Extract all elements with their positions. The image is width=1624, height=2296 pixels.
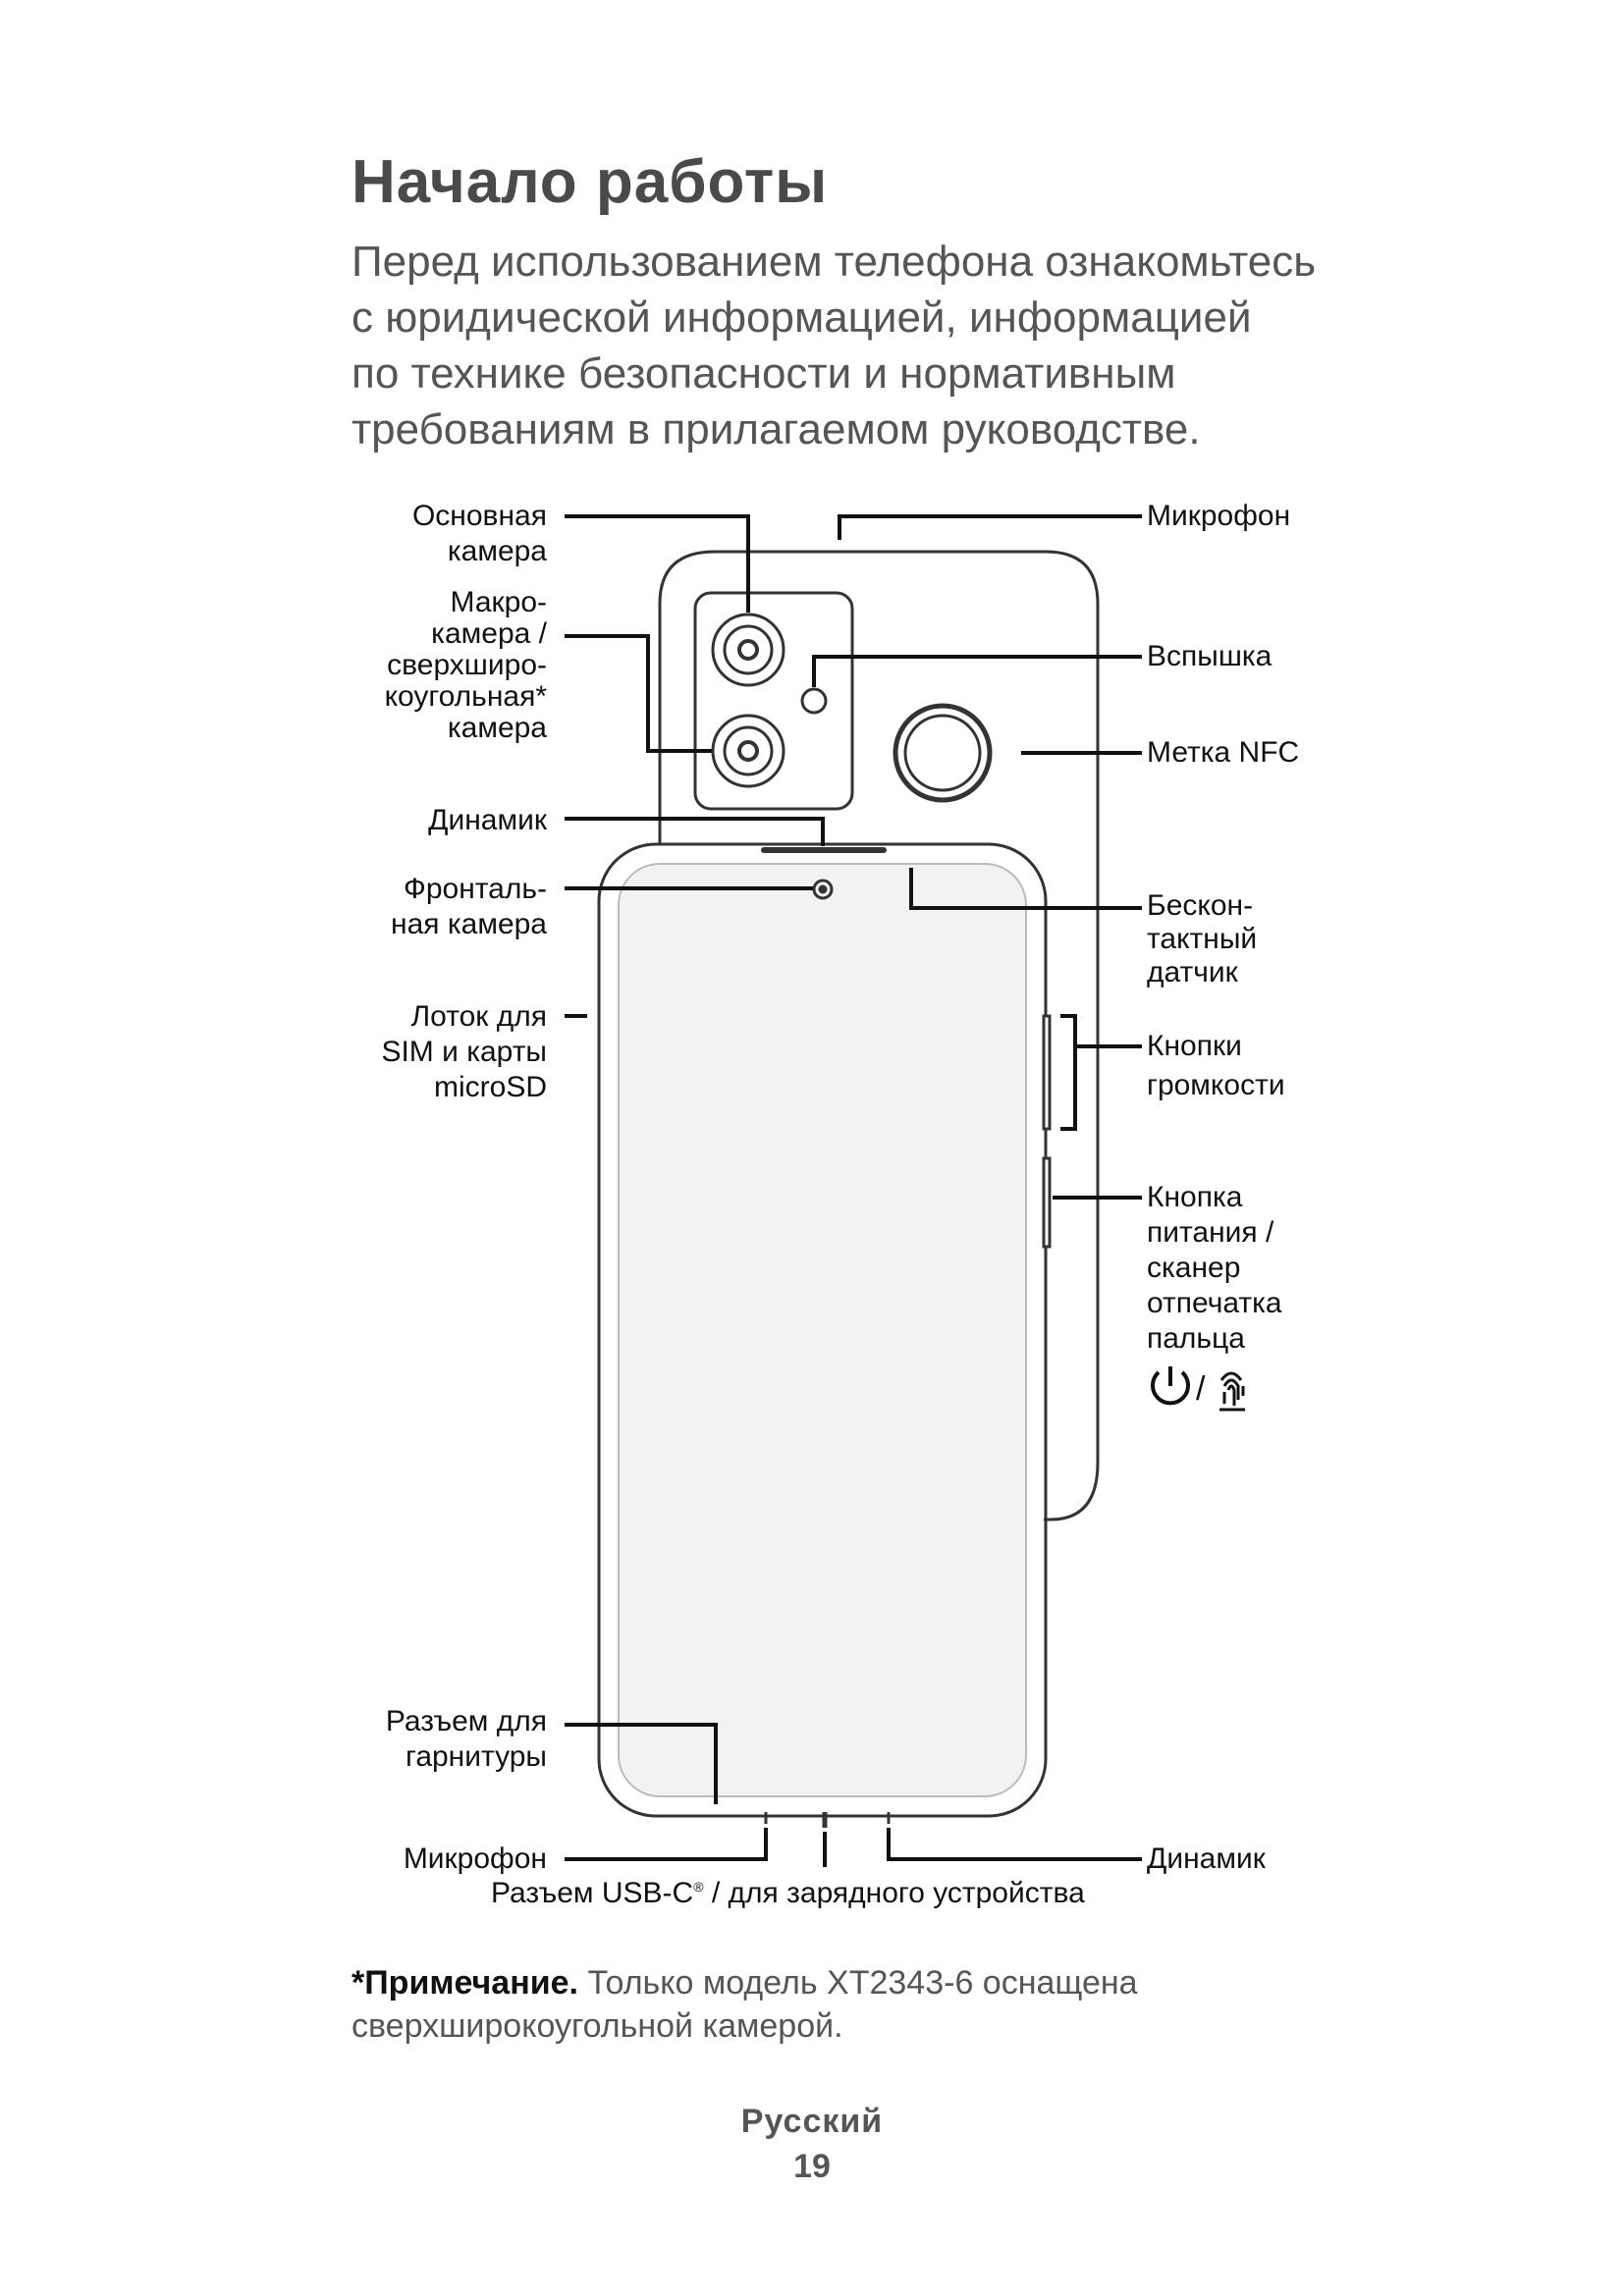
label-line: пальца: [1147, 1322, 1245, 1355]
label-line: питания /: [1147, 1216, 1274, 1249]
power-button: [1042, 1156, 1052, 1249]
screen: [618, 863, 1027, 1797]
nfc-ring: [893, 703, 993, 803]
label-line: Фронталь-: [404, 873, 547, 905]
label-volume: Кнопки громкости: [1147, 1027, 1285, 1105]
power-fingerprint-icons: /: [1147, 1361, 1265, 1420]
note-prefix: *Примечание.: [352, 1964, 578, 2002]
label-line: Лоток для: [410, 1000, 547, 1033]
label-line: Кнопка: [1147, 1181, 1243, 1213]
label-main-camera: Основная камера: [412, 499, 547, 569]
note-text-1: Только модель XT2343-6 оснащена: [578, 1964, 1138, 2002]
label-line: Динамик: [1147, 1842, 1266, 1875]
footer-language: Русский: [740, 2103, 884, 2140]
label-line: SIM и карты: [381, 1036, 547, 1068]
label-mic-top: Микрофон: [1147, 499, 1290, 534]
label-proximity: Бескон- тактный датчик: [1147, 889, 1257, 989]
power-icon: [1151, 1366, 1190, 1406]
label-line: громкости: [1147, 1069, 1285, 1101]
label-line: сканер: [1147, 1252, 1241, 1284]
label-line: Вспышка: [1147, 640, 1272, 672]
label-line: отпечатка: [1147, 1287, 1282, 1319]
macro-camera-lens: [711, 714, 785, 788]
label-line: Метка NFC: [1147, 736, 1300, 769]
page-number: 19: [793, 2148, 831, 2185]
label-line: коугольная*: [384, 680, 547, 713]
label-line: Макро-: [450, 586, 548, 618]
label-line: Микрофон: [1147, 500, 1291, 532]
label-mic-bottom: Микрофон: [404, 1842, 547, 1877]
label-speaker-top: Динамик: [428, 803, 547, 838]
main-camera-lens: [711, 613, 785, 687]
flash-circle: [800, 687, 828, 715]
label-speaker-bottom: Динамик: [1147, 1842, 1266, 1877]
registered-mark: ®: [693, 1879, 704, 1895]
label-line: ная камера: [391, 908, 547, 940]
page-title: Начало работы: [352, 148, 829, 216]
fingerprint-icon: [1219, 1371, 1245, 1412]
label-line: сверхширо-: [387, 649, 547, 681]
intro-line: по технике безопасности и нормативным: [352, 349, 1176, 398]
phone-back-outline: [715, 550, 1100, 1522]
label-line: гарнитуры: [406, 1740, 547, 1773]
intro-line: требованиям в прилагаемом руководстве.: [352, 405, 1201, 454]
label-front-camera: Фронталь- ная камера: [391, 872, 547, 942]
icon-separator: /: [1196, 1370, 1206, 1408]
footnote: *Примечание. Только модель XT2343-6 осна…: [352, 1961, 1432, 2048]
label-usb-text: Разъем USB-C: [491, 1877, 694, 1909]
label-usb-port: Разъем USB-C® / для зарядного устройства: [491, 1877, 1085, 1910]
label-line: камера: [447, 535, 547, 567]
note-text-2: сверхширокоугольной камерой.: [352, 2007, 843, 2045]
intro-paragraph: Перед использованием телефона ознакомьте…: [352, 234, 1432, 457]
label-line: Основная: [411, 500, 547, 532]
label-line: тактный: [1147, 923, 1258, 955]
label-line: Динамик: [428, 804, 547, 836]
label-line: Разъем для: [385, 1705, 547, 1737]
volume-button: [1042, 1014, 1052, 1131]
label-line: Бескон-: [1147, 889, 1254, 922]
label-line: камера: [447, 712, 547, 744]
camera-module: [693, 591, 854, 811]
label-sim-tray: Лоток для SIM и карты microSD: [381, 999, 547, 1105]
label-nfc: Метка NFC: [1147, 735, 1299, 771]
label-power: Кнопка питания / сканер отпечатка пальца: [1147, 1180, 1282, 1357]
intro-line: с юридической информацией, информацией: [352, 294, 1252, 342]
intro-line: Перед использованием телефона ознакомьте…: [352, 238, 1317, 286]
label-macro-camera: Макро- камера / сверхширо- коугольная* к…: [385, 587, 547, 744]
label-line: Микрофон: [403, 1842, 547, 1875]
label-flash: Вспышка: [1147, 639, 1272, 674]
label-line: датчик: [1147, 956, 1238, 988]
label-line: камера /: [431, 617, 547, 650]
label-line: microSD: [433, 1071, 547, 1103]
front-camera-dot: [812, 879, 834, 900]
label-line: Кнопки: [1147, 1030, 1242, 1062]
label-usb-suffix: / для зарядного устройства: [703, 1877, 1085, 1909]
label-headset-jack: Разъем для гарнитуры: [386, 1704, 547, 1775]
